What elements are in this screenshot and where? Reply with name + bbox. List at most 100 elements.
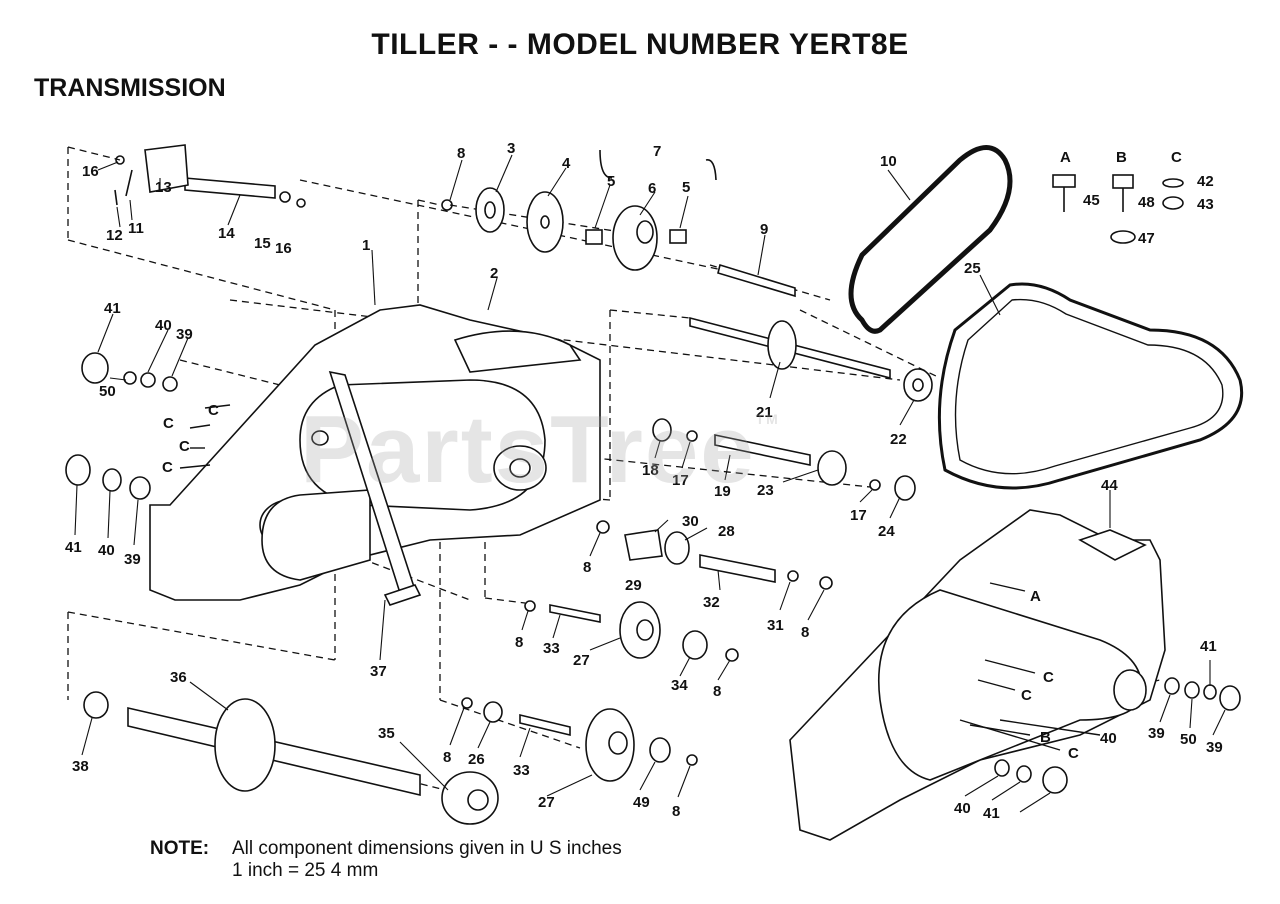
callout-17: 17 [672,472,689,489]
callout-23: 23 [757,482,774,499]
callout-C: C [208,402,219,419]
callout-44: 44 [1101,477,1118,494]
callout-50: 50 [1180,731,1197,748]
callout-36: 36 [170,669,187,686]
shaft-19 [714,434,811,466]
callout-41: 41 [65,539,82,556]
callout-45: 45 [1083,192,1100,209]
callout-33: 33 [543,640,560,657]
callout-42: 42 [1197,173,1214,190]
callout-B: B [1040,729,1051,746]
callout-25: 25 [964,260,981,277]
callout-28: 28 [718,523,735,540]
callout-37: 37 [370,663,387,680]
callout-10: 10 [880,153,897,170]
callout-8: 8 [713,683,721,700]
callout-40: 40 [155,317,172,334]
housing-left-half [149,304,601,601]
callout-1: 1 [362,237,370,254]
gear-3 [475,187,505,233]
callout-43: 43 [1197,196,1214,213]
callout-39: 39 [1148,725,1165,742]
callout-8: 8 [457,145,465,162]
callout-41: 41 [104,300,121,317]
callout-B: B [1116,149,1127,166]
callout-17: 17 [850,507,867,524]
arrows-to-c [179,404,1101,751]
callout-40: 40 [954,800,971,817]
callout-39: 39 [176,326,193,343]
callout-30: 30 [682,513,699,530]
note-label: NOTE: [150,838,210,859]
callout-11: 11 [128,220,144,237]
callout-40: 40 [1100,730,1117,747]
callout-6: 6 [648,180,656,197]
callout-33: 33 [513,762,530,779]
hardware-bolts [1052,174,1184,244]
callout-41: 41 [983,805,1000,822]
callout-21: 21 [756,404,773,421]
callout-40: 40 [98,542,115,559]
note-line-1: All component dimensions given in U S in… [232,838,622,859]
shaft-32 [699,554,776,583]
callout-3: 3 [507,140,515,157]
callout-18: 18 [642,462,659,479]
callout-C: C [162,459,173,476]
callout-5: 5 [682,179,690,196]
note-line-2: 1 inch = 25 4 mm [232,860,379,881]
section-heading: TRANSMISSION [34,74,226,102]
dimension-note: NOTE: All component dimensions given in U… [150,838,622,882]
callout-C: C [1021,687,1032,704]
callout-8: 8 [801,624,809,641]
callout-8: 8 [443,749,451,766]
callout-50: 50 [99,383,116,400]
callout-26: 26 [468,751,485,768]
leader-lines [74,154,1226,813]
callout-24: 24 [878,523,895,540]
callout-A: A [1030,588,1041,605]
callout-27: 27 [573,652,590,669]
page-title: TILLER - - MODEL NUMBER YERT8E [371,28,909,61]
callout-41: 41 [1200,638,1217,655]
callout-39: 39 [1206,739,1223,756]
callout-29: 29 [625,577,642,594]
callout-C: C [179,438,190,455]
callout-12: 12 [106,227,123,244]
drive-chain [848,145,1013,334]
callout-14: 14 [218,225,235,242]
callout-22: 22 [890,431,907,448]
callout-C: C [1043,669,1054,686]
callout-9: 9 [760,221,768,238]
shift-shaft [184,177,276,199]
callout-8: 8 [583,559,591,576]
watermark: PartsTreeTM [300,396,780,503]
callout-5: 5 [607,173,615,190]
callout-27: 27 [538,794,555,811]
callout-39: 39 [124,551,141,568]
callout-34: 34 [671,677,688,694]
callout-15: 15 [254,235,271,252]
callout-2: 2 [490,265,498,282]
callout-35: 35 [378,725,395,742]
callout-32: 32 [703,594,720,611]
callout-16: 16 [275,240,292,257]
callout-8: 8 [672,803,680,820]
callout-13: 13 [155,179,172,196]
callout-48: 48 [1138,194,1155,211]
callout-C: C [163,415,174,432]
callout-4: 4 [562,155,571,172]
callout-A: A [1060,149,1071,166]
callout-31: 31 [767,617,784,634]
housing-right-half [789,509,1166,841]
callout-16: 16 [82,163,99,180]
callout-8: 8 [515,634,523,651]
callout-19: 19 [714,483,731,500]
callout-7: 7 [653,143,661,160]
callout-47: 47 [1138,230,1155,247]
gear-4 [526,191,564,253]
callout-38: 38 [72,758,89,775]
callout-C: C [1171,149,1182,166]
callout-49: 49 [633,794,650,811]
